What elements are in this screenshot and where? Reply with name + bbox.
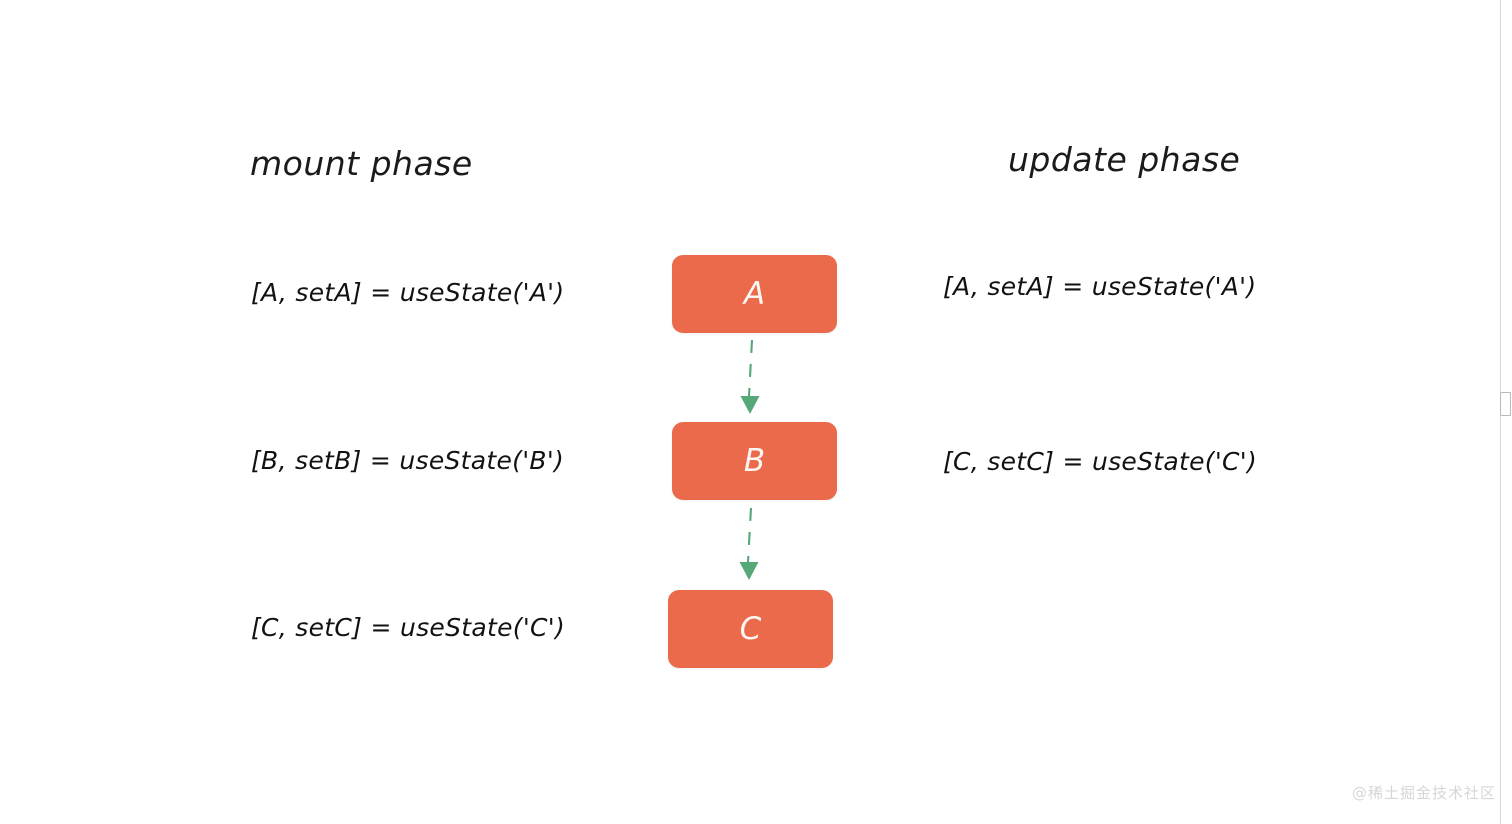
flow-node-b[interactable]: B [672, 422, 837, 500]
vertical-scrollbar-thumb[interactable] [1500, 392, 1511, 416]
mount-expression-c: [C, setC] = useState('C') [251, 613, 565, 642]
flow-node-b-label: B [743, 442, 766, 479]
mount-expression-b: [B, setB] = useState('B') [251, 446, 565, 475]
watermark: @稀土掘金技术社区 [1351, 784, 1496, 802]
vertical-scrollbar-track[interactable] [1500, 0, 1512, 824]
flow-node-a-label: A [743, 275, 766, 312]
arrow-a-to-b [740, 339, 760, 414]
flow-node-c[interactable]: C [668, 590, 833, 668]
update-expression-a: [A, setA] = useState('A') [943, 272, 1257, 301]
arrow-b-to-c [739, 507, 759, 580]
flow-node-c-label: C [739, 610, 762, 647]
update-phase-heading: update phase [1008, 140, 1241, 179]
mount-phase-heading: mount phase [250, 144, 473, 183]
update-expression-c: [C, setC] = useState('C') [943, 447, 1257, 476]
flow-node-a[interactable]: A [672, 255, 837, 333]
mount-expression-a: [A, setA] = useState('A') [251, 278, 565, 307]
